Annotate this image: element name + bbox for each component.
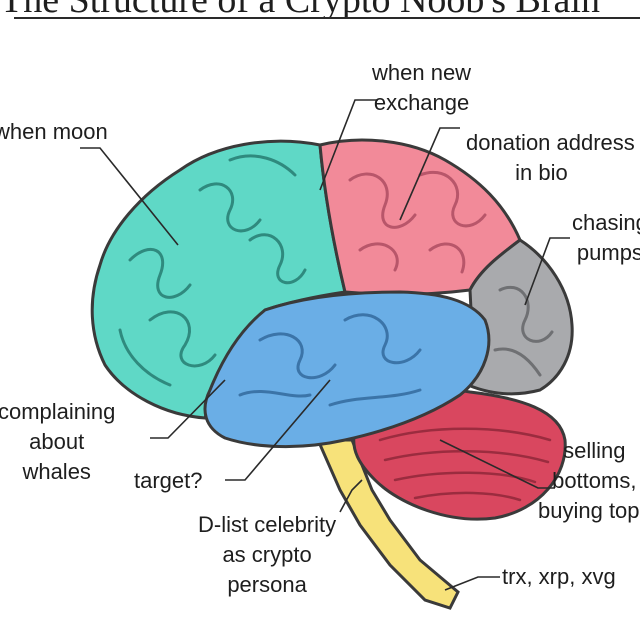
label-when-new-exchange: when new exchange [372,58,471,118]
label-trx-xrp-xvg: trx, xrp, xvg [502,562,616,592]
label-complaining-about-whales: complaining about whales [0,397,115,487]
label-dlist-celebrity: D-list celebrity as crypto persona [198,510,336,600]
label-chasing-pumps: chasing pumps [572,208,640,268]
label-when-moon: when moon [0,117,108,147]
label-donation-address: donation address in bio [466,128,635,188]
label-target: target? [134,466,203,496]
label-selling-bottoms: selling bottoms, buying tops [538,436,640,526]
